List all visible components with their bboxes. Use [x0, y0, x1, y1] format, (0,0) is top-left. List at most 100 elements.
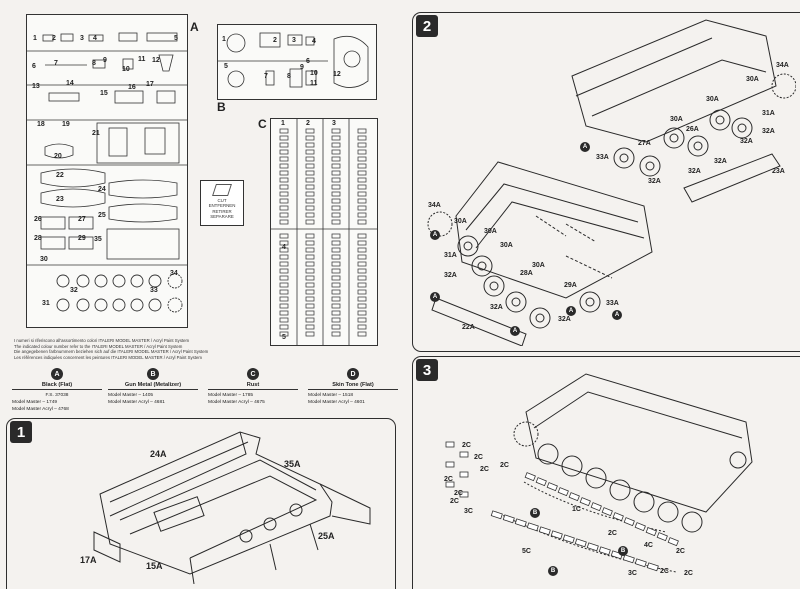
paint-letter-badge: D	[347, 368, 359, 380]
part-callout: 32A	[714, 158, 727, 165]
part-callout: 2C	[474, 454, 483, 461]
part-callout: 32A	[762, 128, 775, 135]
part-callout: 29A	[564, 282, 577, 289]
part-label: 11	[138, 56, 146, 63]
cut-text-fr: RETIRER	[212, 208, 232, 214]
part-label: 8	[92, 60, 96, 67]
part-label: 7	[54, 60, 58, 67]
paint-note-en: The indicated colour number refer to the…	[14, 343, 183, 349]
part-label: 5	[224, 63, 228, 70]
part-callout: 2C	[454, 490, 463, 497]
part-callout: 32A	[490, 304, 503, 311]
part-label: 23	[56, 196, 64, 203]
part-label: 1	[222, 36, 226, 43]
part-label: 3	[292, 37, 296, 44]
part-callout: 33A	[606, 300, 619, 307]
paint-letter-badge: B	[147, 368, 159, 380]
part-label: 2	[273, 37, 277, 44]
part-callout: 2C	[450, 498, 459, 505]
section-letter-a: A	[190, 20, 199, 34]
part-label: 3	[80, 35, 84, 42]
part-label: 4	[282, 244, 286, 251]
paint-a: A Black (Flat) F.S. 37038 Model Master –…	[12, 368, 102, 413]
paint-code: Model Master – 1749	[12, 400, 58, 405]
part-callout: 25A	[318, 531, 335, 541]
section-letter-c: C	[258, 117, 267, 131]
paint-c: C Rust Model Master – 1785 Model Master …	[208, 368, 298, 406]
part-callout: 30A	[746, 76, 759, 83]
part-callout: 26A	[686, 126, 699, 133]
part-label: 6	[32, 63, 36, 70]
part-label: 35	[94, 236, 102, 243]
part-callout: 24A	[150, 449, 167, 459]
part-callout: 2C	[444, 476, 453, 483]
part-label: 15	[100, 90, 108, 97]
paint-letter-badge: C	[247, 368, 259, 380]
part-label: 12	[333, 71, 341, 78]
part-callout: 28A	[520, 270, 533, 277]
part-callout: 31A	[762, 110, 775, 117]
paint-marker-a: A	[510, 326, 520, 336]
part-callout: 31A	[444, 252, 457, 259]
part-callout: 2C	[480, 466, 489, 473]
part-callout: 2C	[462, 442, 471, 449]
part-label: 9	[300, 64, 304, 71]
step-3-badge: 3	[416, 359, 438, 381]
paint-system-notes: I numeri si riferiscono all'assortimento…	[14, 338, 214, 360]
sprue-b-parts-drawing	[218, 32, 369, 88]
part-label: 31	[42, 300, 50, 307]
paint-marker-b: B	[548, 566, 558, 576]
part-callout: 30A	[500, 242, 513, 249]
sprue-c-frame	[270, 118, 378, 346]
part-label: 2	[306, 120, 310, 127]
part-label: 33	[150, 287, 158, 294]
paint-letter-badge: A	[51, 368, 63, 380]
part-callout: 2C	[500, 462, 509, 469]
paint-marker-a: A	[430, 292, 440, 302]
cut-text-en: CUT	[217, 198, 227, 203]
part-callout: 17A	[80, 555, 97, 565]
paint-name: Gun Metal (Metalizer)	[108, 382, 198, 390]
part-callout: 1C	[572, 506, 581, 513]
paint-marker-a: A	[612, 310, 622, 320]
part-label: 3	[332, 120, 336, 127]
part-label: 5	[174, 35, 178, 42]
part-label: 1	[33, 35, 37, 42]
step-1-hull-drawing	[93, 431, 371, 584]
part-label: 16	[128, 84, 136, 91]
cut-symbol-icon	[212, 184, 232, 196]
part-label: 11	[310, 80, 318, 87]
part-label: 17	[146, 81, 154, 88]
part-label: 14	[66, 80, 74, 87]
part-label: 9	[103, 57, 107, 64]
step-3-frame	[412, 356, 800, 589]
part-label: 28	[34, 235, 42, 242]
sprue-a-frame	[26, 14, 188, 328]
part-callout: 32A	[444, 272, 457, 279]
part-callout: 2C	[608, 530, 617, 537]
part-label: 30	[40, 256, 48, 263]
part-label: 6	[306, 58, 310, 65]
part-callout: 23A	[772, 168, 785, 175]
paint-note-fr: Les références indiquées concernent les …	[14, 354, 202, 360]
part-label: 32	[70, 287, 78, 294]
part-callout: 32A	[648, 178, 661, 185]
cut-text-it: SEPARARE	[210, 214, 234, 220]
part-label: 25	[98, 212, 106, 219]
paint-marker-a: A	[566, 306, 576, 316]
paint-name: Skin Tone (Flat)	[308, 382, 398, 390]
part-callout: 34A	[776, 62, 789, 69]
part-label: 13	[32, 83, 40, 90]
part-label: 21	[92, 130, 100, 137]
paint-code: Model Master Acryl – 4768	[12, 407, 69, 412]
part-callout: 2C	[676, 548, 685, 555]
part-callout: 30A	[670, 116, 683, 123]
sprue-c-track-links	[271, 119, 377, 345]
paint-note-de: Die angegebenen farbnummern beziehen sic…	[14, 349, 209, 355]
part-label: 24	[98, 186, 106, 193]
part-label: 5	[282, 334, 286, 341]
part-callout: 33A	[596, 154, 609, 161]
part-label: 4	[93, 35, 97, 42]
paint-code: Model Master Acryl – 4601	[308, 400, 365, 405]
part-label: 8	[287, 73, 291, 80]
